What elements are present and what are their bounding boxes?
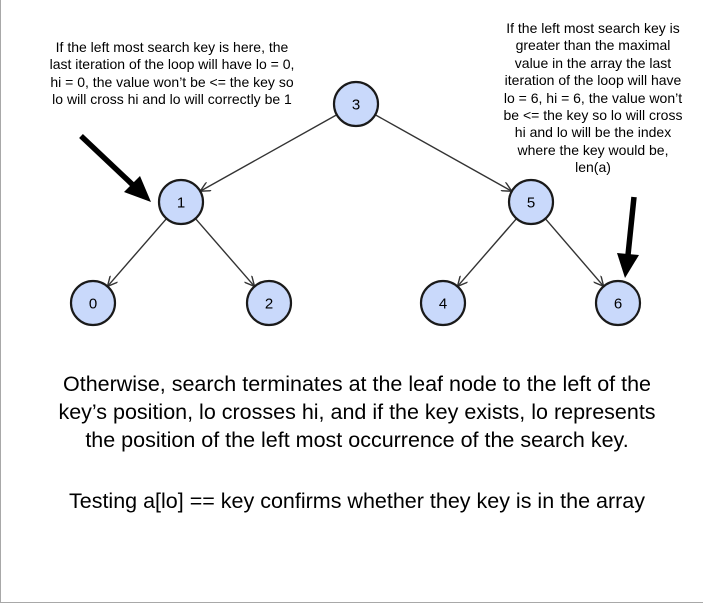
- tree-node: 0: [69, 279, 117, 327]
- tree-node: 4: [419, 279, 467, 327]
- check-note: Testing a[lo] == key confirms whether th…: [69, 489, 645, 513]
- tree-node-circle: [507, 178, 555, 226]
- tree-node: 1: [157, 178, 205, 226]
- tree-edge: [374, 114, 511, 191]
- summary-text: Otherwise, search terminates at the leaf…: [58, 372, 656, 452]
- tree-node: 2: [245, 279, 293, 327]
- tree-edge: [458, 218, 518, 286]
- tree-node-label: 0: [89, 296, 97, 313]
- tree-node: 6: [594, 279, 642, 327]
- tree-node-circle: [157, 178, 205, 226]
- right-callout-arrow: [617, 196, 639, 278]
- tree-edge: [544, 218, 603, 286]
- tree-node-circle: [594, 279, 642, 327]
- tree-node-label: 3: [352, 97, 360, 114]
- left-annotation: If the left most search key is here, the…: [49, 39, 295, 108]
- tree-node-circle: [332, 80, 380, 128]
- tree-node-label: 6: [614, 296, 622, 313]
- tree-node: 5: [507, 178, 555, 226]
- tree-node: 3: [332, 80, 380, 128]
- tree-node-label: 5: [527, 195, 535, 212]
- tree-node-label: 2: [265, 296, 273, 313]
- tree-node-circle: [419, 279, 467, 327]
- tree-node-label: 1: [177, 195, 185, 212]
- tree-node-label: 4: [439, 296, 447, 313]
- right-annotation: If the left most search key is greater t…: [503, 20, 683, 176]
- tree-node-circle: [245, 279, 293, 327]
- tree-edge: [194, 218, 253, 286]
- tree-edge: [201, 114, 338, 191]
- tree-node-circle: [69, 279, 117, 327]
- tree-edge: [108, 218, 168, 286]
- left-callout-arrow: [79, 134, 151, 202]
